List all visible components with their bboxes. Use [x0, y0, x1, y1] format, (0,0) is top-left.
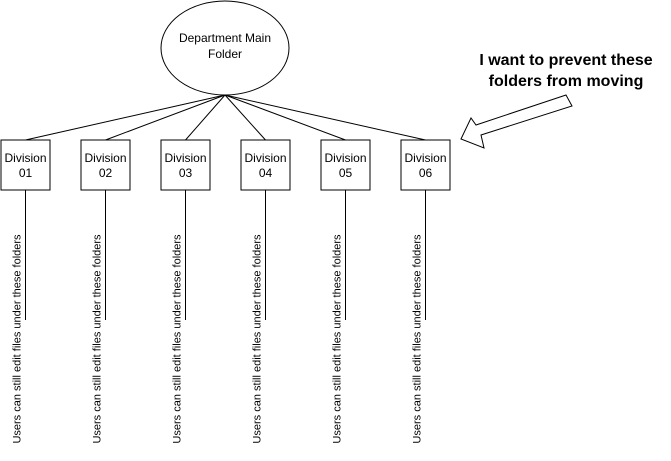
- division-note: Users can still edit files under these f…: [411, 234, 423, 444]
- edge-root-to-division-1: [25, 94, 226, 141]
- arrow-icon: [460, 94, 573, 149]
- division-label-line-1: Division: [404, 151, 446, 165]
- division-label-line-1: Division: [84, 151, 126, 165]
- edge-root-to-division-5: [224, 94, 346, 141]
- division-box: [160, 139, 211, 191]
- division-note: Users can still edit files under these f…: [251, 234, 263, 444]
- root-ellipse: [160, 0, 290, 96]
- division-note: Users can still edit files under these f…: [91, 234, 103, 444]
- division-label-line-2: 02: [99, 166, 113, 180]
- division-box: [80, 139, 131, 191]
- division-box: [320, 139, 371, 191]
- root-label-line-2: Folder: [208, 47, 242, 61]
- edge-root-to-division-4: [224, 94, 266, 141]
- division-label-line-1: Division: [4, 151, 46, 165]
- division-label-line-1: Division: [244, 151, 286, 165]
- edge-root-to-division-6: [224, 94, 426, 141]
- root-label-line-1: Department Main: [179, 31, 271, 45]
- connector-edges: [25, 94, 426, 141]
- division-note: Users can still edit files under these f…: [11, 234, 23, 444]
- division-box: [240, 139, 291, 191]
- division-label-line-2: 01: [19, 166, 33, 180]
- department-main-folder-node: Department Main Folder: [160, 0, 290, 96]
- division-box: [400, 139, 451, 191]
- division-label-line-2: 03: [179, 166, 193, 180]
- annotation-callout: I want to prevent these folders from mov…: [460, 52, 653, 149]
- division-label-line-2: 04: [259, 166, 273, 180]
- division-box: [0, 139, 51, 191]
- division-label-line-1: Division: [324, 151, 366, 165]
- edge-root-to-division-3: [185, 94, 226, 141]
- division-label-line-1: Division: [164, 151, 206, 165]
- division-note: Users can still edit files under these f…: [331, 234, 343, 444]
- division-label-line-2: 05: [339, 166, 353, 180]
- division-label-line-2: 06: [419, 166, 433, 180]
- division-note: Users can still edit files under these f…: [171, 234, 183, 444]
- edge-root-to-division-2: [105, 94, 226, 141]
- annotation-line-1: I want to prevent these: [479, 52, 652, 69]
- annotation-line-2: folders from moving: [489, 73, 644, 90]
